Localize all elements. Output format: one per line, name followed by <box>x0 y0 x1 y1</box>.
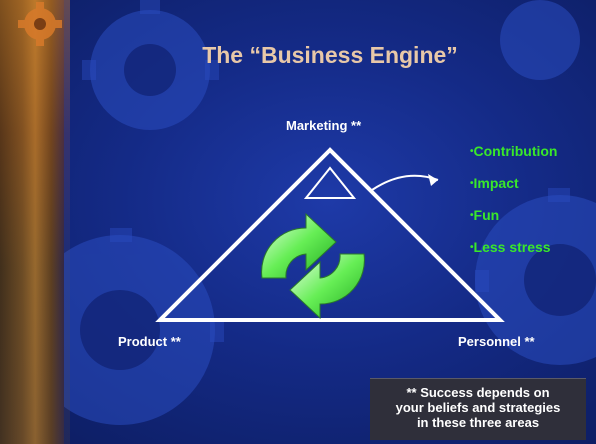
personnel-label: Personnel ** <box>458 334 535 349</box>
list-item: •Contribution <box>470 143 558 159</box>
footnote-line: in these three areas <box>416 415 540 430</box>
footnote-line: your beliefs and strategies <box>395 400 561 415</box>
left-strip-glow <box>0 0 70 444</box>
left-decorative-strip <box>0 0 64 444</box>
engine-triangle <box>155 147 505 322</box>
slide-title: The “Business Engine” <box>202 42 458 68</box>
footnote-line: ** Success depends on <box>406 385 550 400</box>
marketing-label: Marketing ** <box>286 118 362 133</box>
curved-arrow-icon <box>371 174 439 191</box>
benefits-list: •Contribution •Impact •Fun •Less stress <box>470 142 558 270</box>
apex-small-triangle <box>303 166 357 199</box>
footnote-box: ** Success depends on your beliefs and s… <box>370 378 586 440</box>
list-item: •Less stress <box>470 239 551 255</box>
cycle-arrows-icon <box>261 212 365 320</box>
gear-icon <box>18 2 62 46</box>
list-item: •Impact <box>470 175 519 191</box>
product-label: Product ** <box>118 334 181 349</box>
list-item: •Fun <box>470 207 500 223</box>
